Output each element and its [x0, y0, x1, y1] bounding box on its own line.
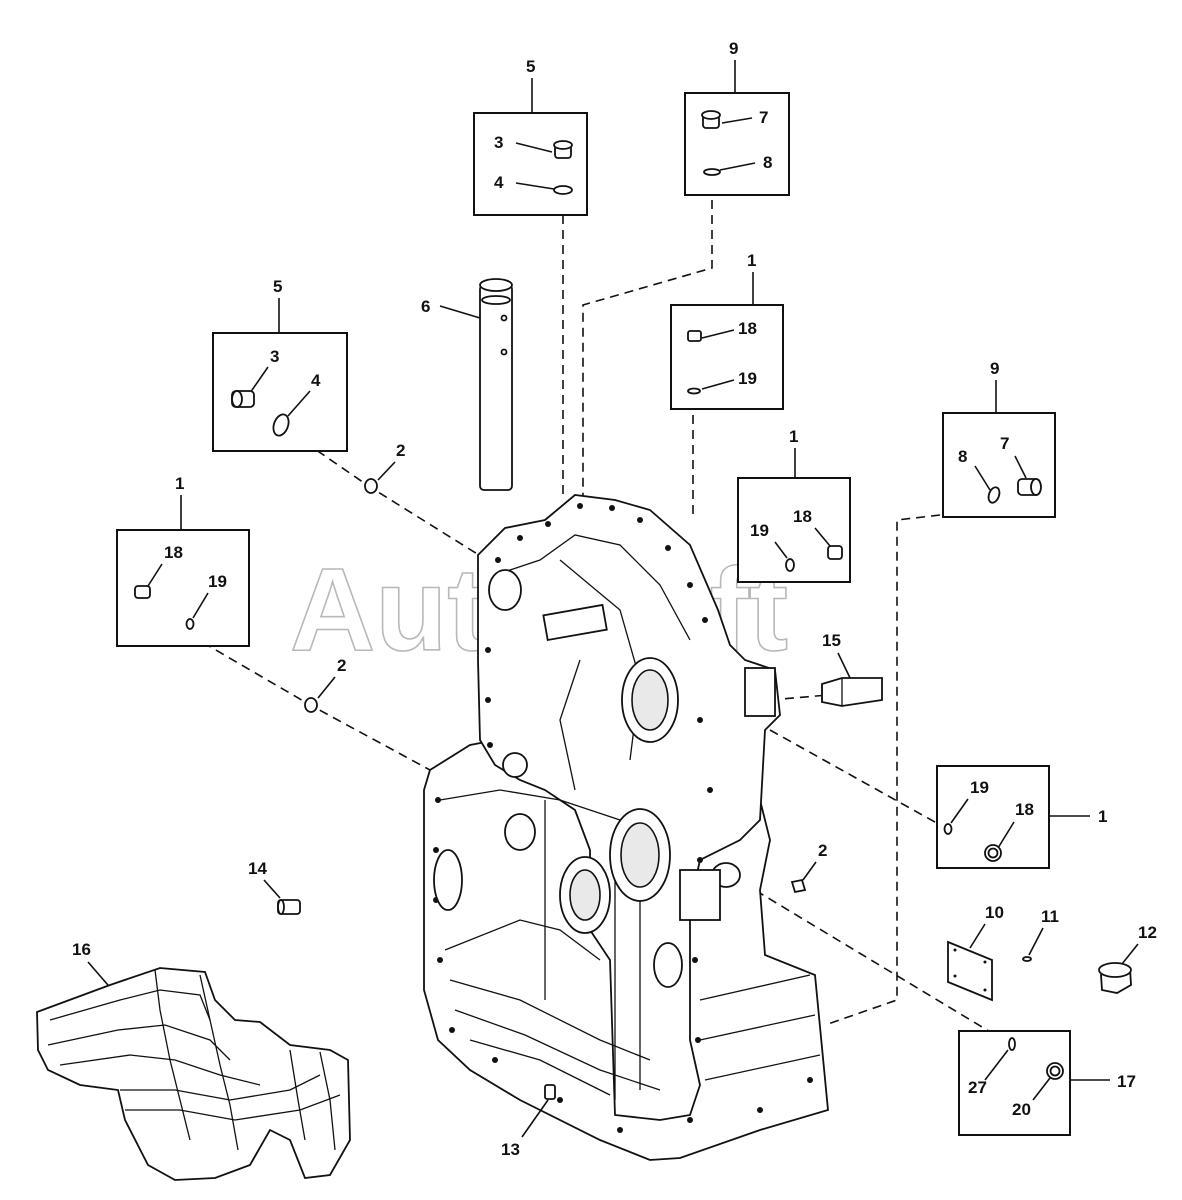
- guard-part-16: 16: [36, 940, 351, 1181]
- part-label: 18: [1015, 800, 1034, 819]
- callout-box-group-1-center-right: 1 19 18: [737, 427, 851, 583]
- callout-box-group-1-center: 1 18 19: [670, 251, 784, 410]
- part-label: 19: [208, 572, 227, 591]
- bracket-part-15: 15: [821, 631, 883, 707]
- group-label: 1: [175, 474, 184, 493]
- group-label: 1: [1098, 807, 1107, 826]
- callout-box-group-5-left: 5 3 4: [212, 277, 348, 452]
- part-label: 18: [738, 319, 757, 338]
- part-label: 7: [759, 108, 768, 127]
- part-label: 18: [164, 543, 183, 562]
- part-label: 2: [818, 841, 827, 860]
- callout-box-group-9-right: 9 8 7: [942, 359, 1056, 518]
- part-label: 8: [763, 153, 772, 172]
- pin-part-11: 11: [1022, 907, 1059, 962]
- part-label: 8: [958, 447, 967, 466]
- callout-box-group-5-top: 5 3 4: [473, 57, 588, 216]
- tube-part-6: 6: [421, 278, 513, 491]
- part-label: 18: [793, 507, 812, 526]
- plug-part-2-upper: 2: [364, 441, 405, 494]
- plug-part-2-right: 2: [790, 841, 827, 894]
- part-label: 27: [968, 1078, 987, 1097]
- callout-box-group-1-right: 1 19 18: [936, 765, 1107, 869]
- group-label: 17: [1117, 1072, 1136, 1091]
- callout-box-group-17: 17 27 20: [958, 1030, 1136, 1136]
- cap-part-12: 12: [1098, 923, 1157, 994]
- part-label: 6: [421, 297, 430, 316]
- part-label: 2: [396, 441, 405, 460]
- part-label: 19: [970, 778, 989, 797]
- plug-part-2-lower: 2: [304, 656, 346, 713]
- part-label: 16: [72, 940, 91, 959]
- part-label: 12: [1138, 923, 1157, 942]
- group-label: 9: [729, 39, 738, 58]
- part-label: 3: [270, 347, 279, 366]
- group-label: 1: [747, 251, 756, 270]
- group-label: 1: [789, 427, 798, 446]
- part-label: 11: [1041, 907, 1059, 926]
- drain-part-13: 13: [501, 1084, 556, 1159]
- pin-part-14: 14: [248, 859, 301, 915]
- transmission-housing: [423, 494, 829, 1161]
- part-label: 15: [822, 631, 841, 650]
- part-label: 10: [985, 903, 1004, 922]
- group-label: 5: [273, 277, 282, 296]
- part-label: 2: [337, 656, 346, 675]
- cover-plate-part-10: 10: [947, 903, 1004, 1002]
- part-label: 13: [501, 1140, 520, 1159]
- part-label: 4: [311, 371, 321, 390]
- part-label: 4: [494, 173, 504, 192]
- part-label: 19: [738, 369, 757, 388]
- part-label: 20: [1012, 1100, 1031, 1119]
- part-label: 7: [1000, 434, 1009, 453]
- part-label: 14: [248, 859, 267, 878]
- part-label: 3: [494, 133, 503, 152]
- callout-box-group-9-top: 9 7 8: [684, 39, 790, 196]
- group-label: 5: [526, 57, 535, 76]
- group-label: 9: [990, 359, 999, 378]
- callout-box-group-1-left: 1 18 19: [116, 474, 250, 647]
- part-label: 19: [750, 521, 769, 540]
